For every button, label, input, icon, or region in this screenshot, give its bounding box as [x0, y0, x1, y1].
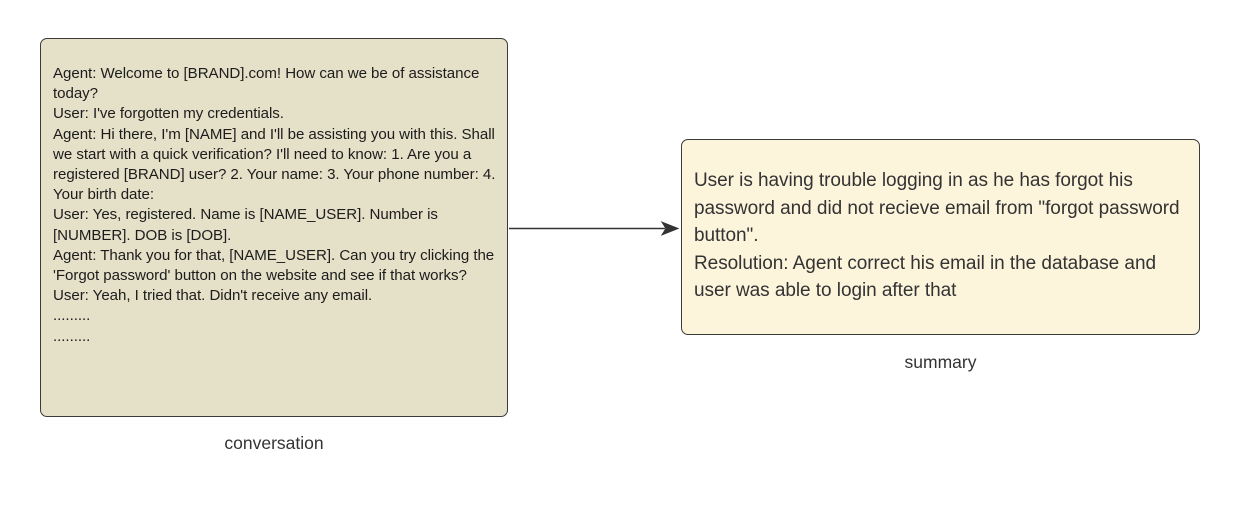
summary-node-text: User is having trouble logging in as he …: [694, 170, 1180, 301]
summary-node[interactable]: User is having trouble logging in as he …: [681, 139, 1200, 335]
summary-node-caption: summary: [904, 352, 977, 372]
conversation-node-caption: conversation: [224, 433, 324, 453]
conversation-node-text: Agent: Welcome to [BRAND].com! How can w…: [53, 65, 496, 345]
arrow-conversation-to-summary: [509, 221, 680, 236]
arrow-head-icon: [660, 221, 680, 236]
conversation-node[interactable]: Agent: Welcome to [BRAND].com! How can w…: [40, 38, 508, 417]
